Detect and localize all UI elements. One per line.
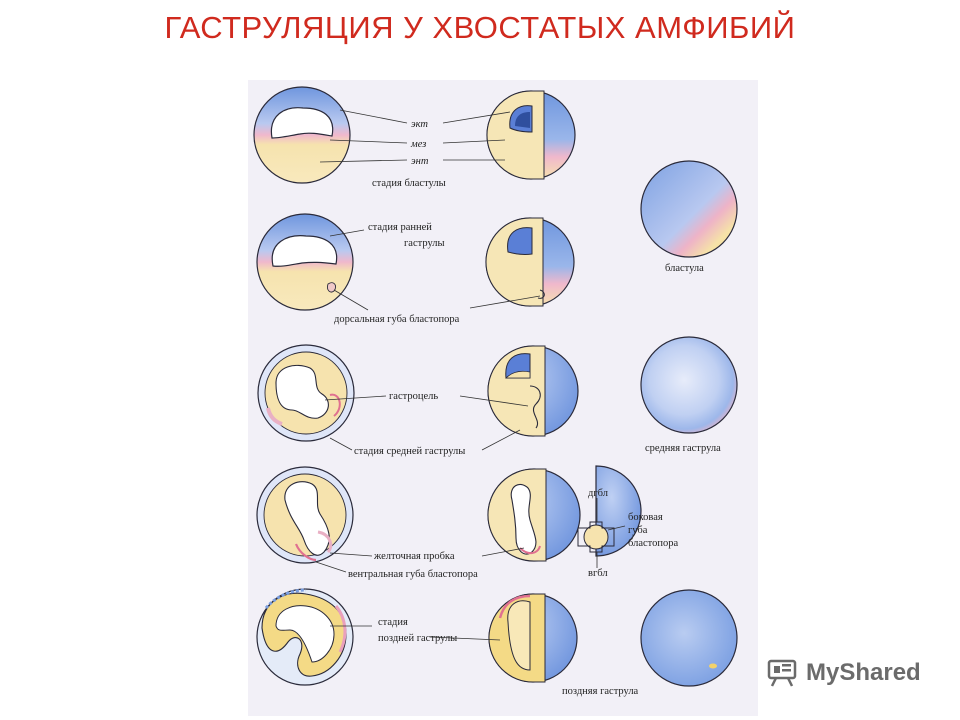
label-blastula-stage: стадия бластулы (372, 178, 446, 189)
presentation-board-icon (767, 659, 797, 687)
label-middle-gastrula-stage: стадия средней гаструлы (354, 446, 465, 457)
leader-lines-row2 (329, 229, 541, 311)
label-middle-gastrula: средняя гаструла (645, 443, 721, 454)
label-blastula: бластула (665, 263, 704, 274)
late-gastrula-exterior (640, 589, 738, 687)
slide-title: ГАСТРУЛЯЦИЯ У ХВОСТАТЫХ АМФИБИЙ (164, 10, 796, 45)
early-gastrula-section-left (256, 213, 354, 311)
label-late-gastrula: поздняя гаструла (562, 686, 639, 697)
label-ventral-lip: вентральная губа бластопора (348, 569, 478, 580)
label-lateral-lip-line1: боковая (628, 512, 663, 523)
label-early-gastrula-line1: стадия ранней (368, 222, 432, 233)
blastula-exterior (640, 160, 738, 258)
label-lateral-lip-line2: губа (628, 525, 648, 536)
label-late-stage-line2: поздней гаструлы (378, 633, 457, 644)
yolk-plug-section-right (487, 468, 581, 562)
label-dgbl: дгбл (588, 488, 608, 499)
label-late-stage-line1: стадия (378, 617, 408, 628)
middle-gastrula-exterior (640, 336, 738, 434)
leader-lines-row4 (315, 498, 626, 573)
label-lateral-lip-line3: бластопора (628, 538, 678, 549)
middle-gastrula-section-right (487, 345, 579, 437)
blastula-section-left (253, 86, 351, 184)
middle-gastrula-section-left (257, 344, 355, 442)
lateral-lip-hemisphere (577, 465, 642, 557)
late-gastrula-section-right (488, 593, 578, 683)
leader-lines-row1 (319, 109, 511, 163)
label-gastrocoel: гастроцель (389, 391, 438, 402)
label-early-gastrula-line2: гаструлы (404, 238, 445, 249)
label-mesoderm: мез (410, 139, 426, 150)
late-gastrula-section-left (256, 588, 354, 686)
label-ektoderm: экт (411, 119, 428, 130)
early-gastrula-section-right (485, 217, 575, 307)
label-dorsal-lip: дорсальная губа бластопора (334, 314, 460, 325)
leader-lines-row3 (324, 395, 529, 451)
leader-lines-row5 (330, 625, 501, 641)
label-yolk-plug: желточная пробка (373, 551, 455, 562)
yolk-plug-section-left (256, 466, 354, 564)
watermark-text: MyShared (806, 659, 921, 686)
blastula-section-right (486, 90, 576, 180)
label-entoderm: энт (411, 156, 429, 167)
label-vgbl: вгбл (588, 568, 608, 579)
watermark: MyShared (766, 656, 921, 690)
